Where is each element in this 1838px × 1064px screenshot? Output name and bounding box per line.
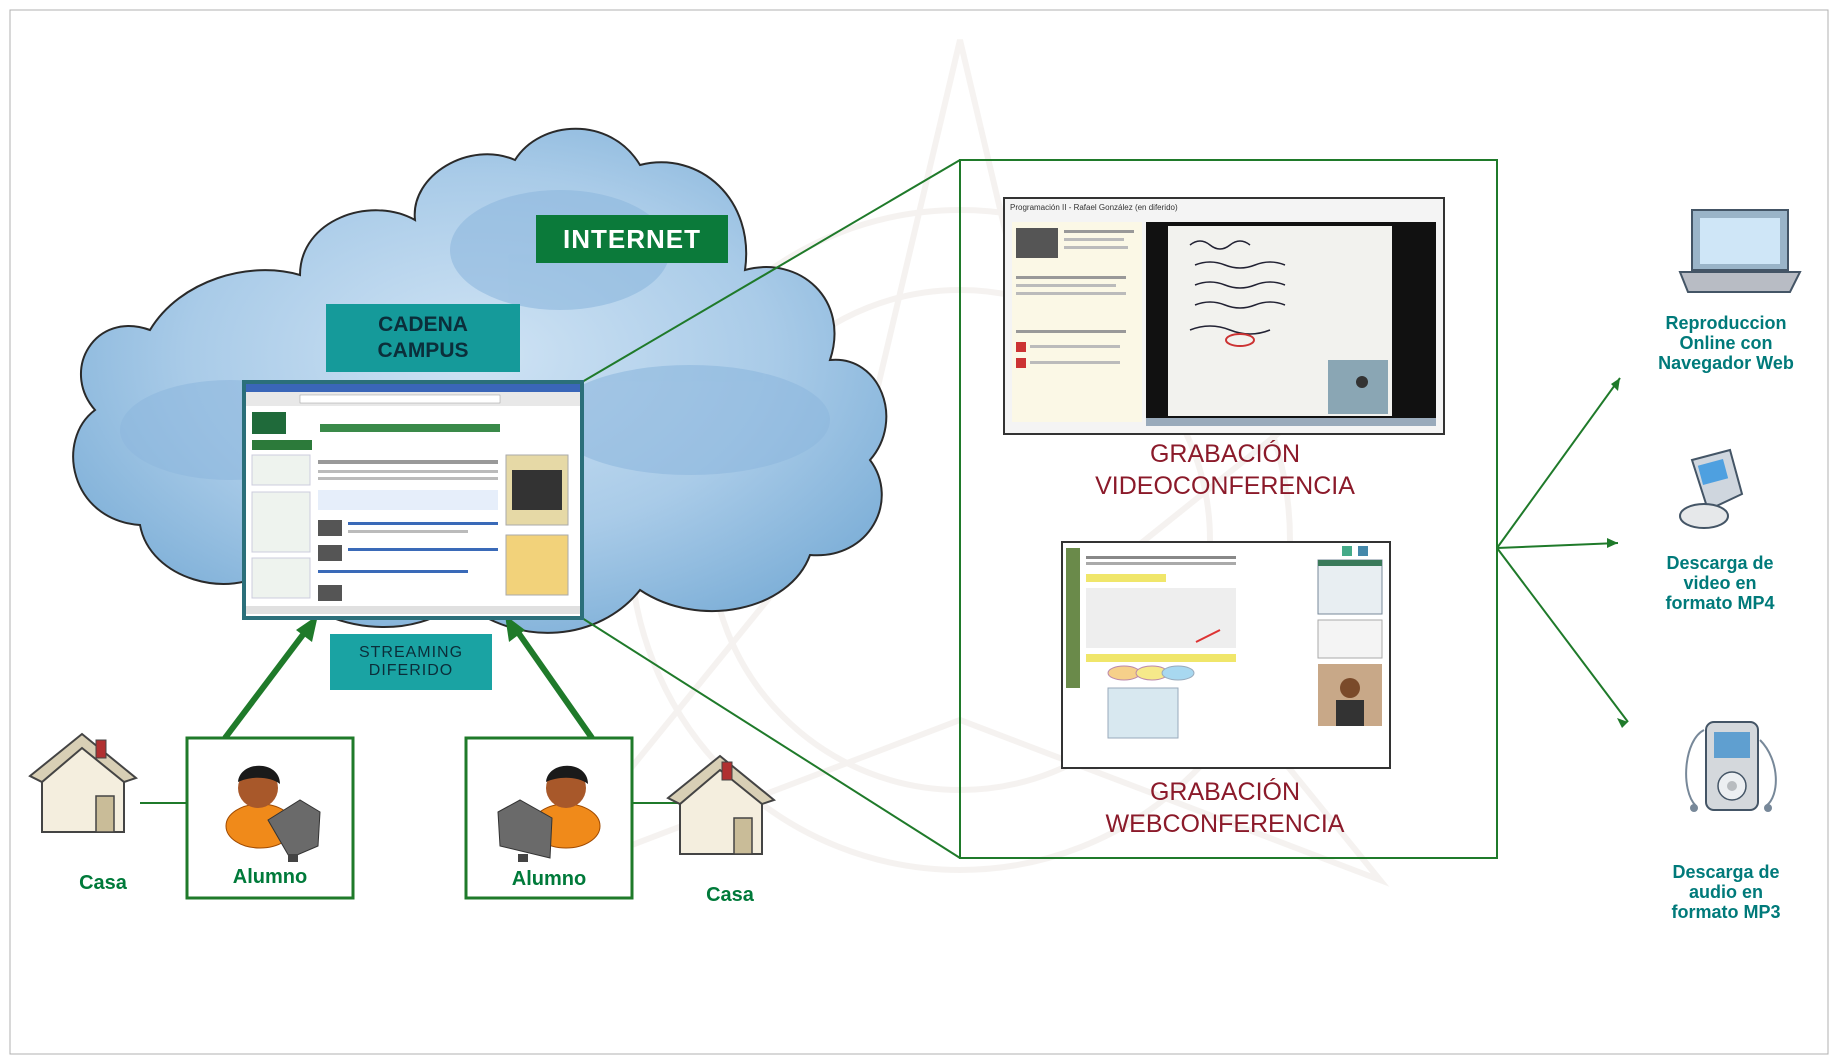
laptop-icon: [1678, 209, 1802, 293]
web-recording-caption: GRABACIÓN WEBCONFERENCIA: [1105, 778, 1345, 838]
video-recording-thumbnail: [1003, 197, 1445, 435]
output-caption-mp4: Descarga de video en formato MP4: [1665, 553, 1775, 613]
streaming-diferido-label: STREAMING DIFERIDO: [330, 634, 492, 690]
student-label-right: Alumno: [511, 868, 587, 890]
student-icon-right: [497, 765, 601, 862]
student-icon-left: [225, 765, 321, 862]
student-label-left: Alumno: [232, 866, 308, 888]
cadena-campus-label: CADENA CAMPUS: [326, 304, 520, 372]
web-recording-thumbnail: [1061, 541, 1391, 769]
student-box-left: [185, 736, 355, 900]
mobile-phone-icon: [1679, 448, 1744, 529]
output-caption-mp3: Descarga de audio en formato MP3: [1671, 862, 1781, 922]
house-icon-right: [666, 754, 777, 855]
house-label-right: Casa: [706, 884, 754, 906]
mp3-player-icon: [1685, 721, 1777, 812]
internet-label: INTERNET: [536, 215, 728, 263]
output-caption-online: Reproduccion Online con Navegador Web: [1658, 313, 1794, 373]
video-recording-caption: GRABACIÓN VIDEOCONFERENCIA: [1095, 440, 1355, 500]
browser-window: [242, 380, 584, 620]
house-label-left: Casa: [79, 872, 127, 894]
house-icon-left: [28, 732, 139, 833]
video-thumbnail-title: Programación II - Rafael González (en di…: [1010, 203, 1178, 212]
